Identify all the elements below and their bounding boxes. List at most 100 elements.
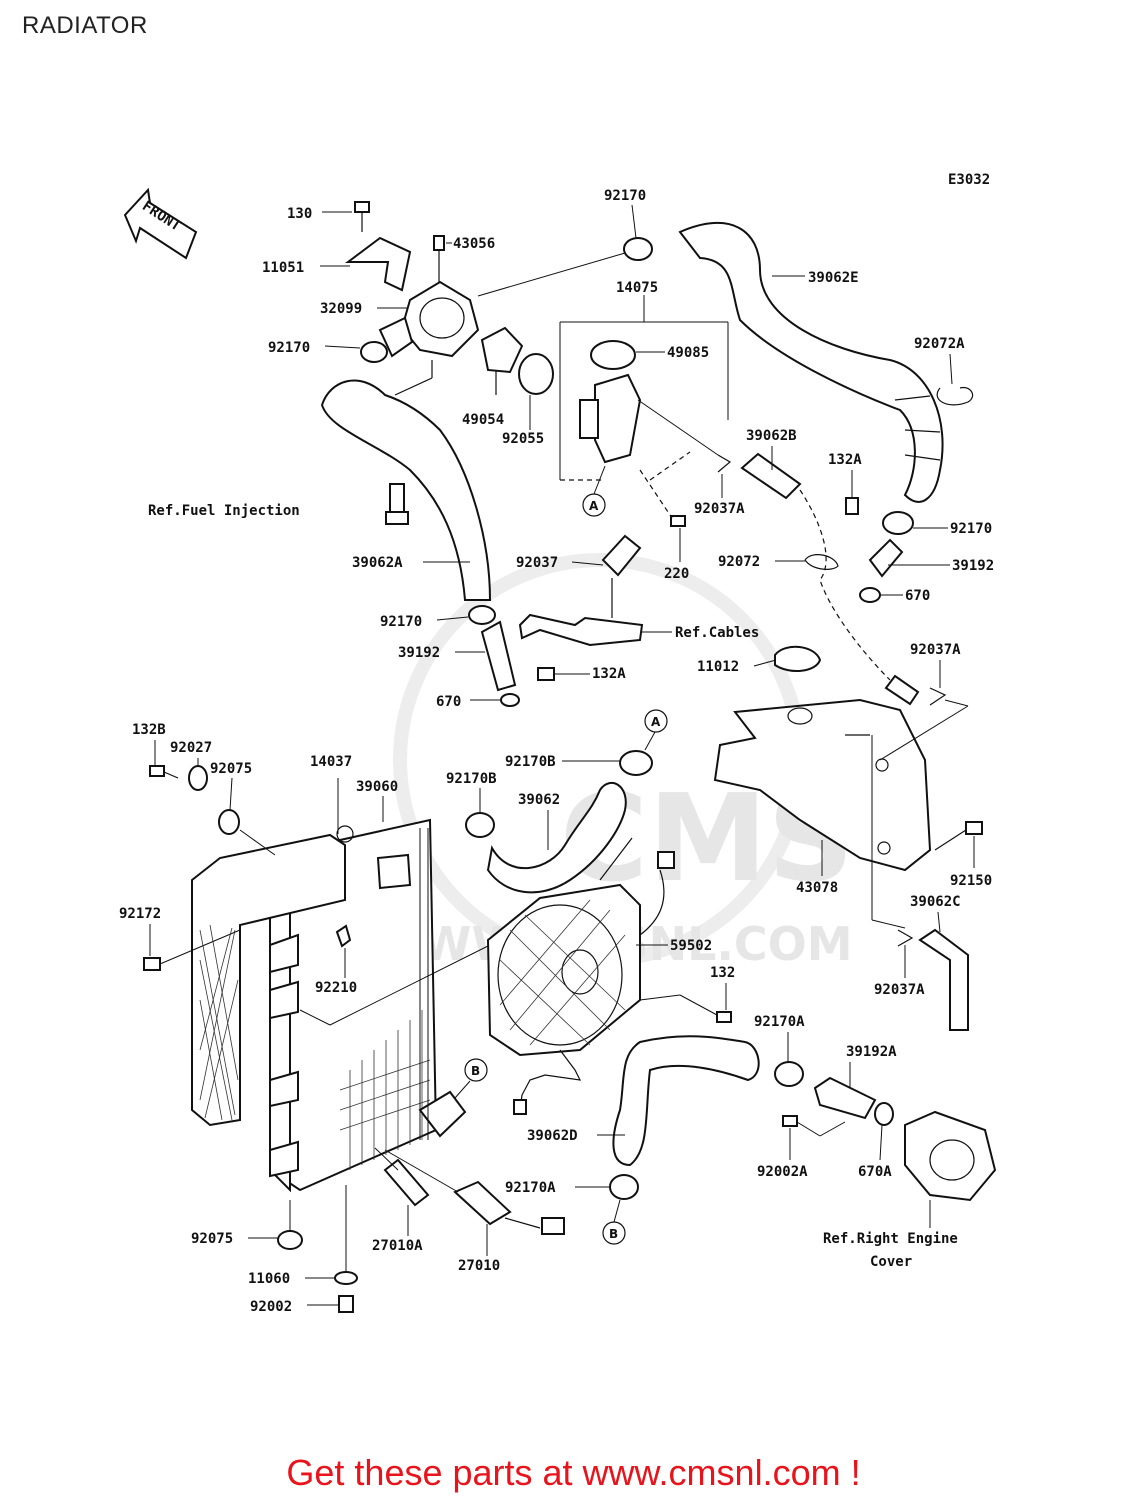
footer-link[interactable]: Get these parts at www.cmsnl.com ! — [286, 1452, 861, 1493]
reservoir-tank-43078 — [713, 698, 932, 872]
label-92037A-low: 92037A — [874, 982, 925, 998]
label-11051: 11051 — [262, 260, 304, 276]
clip-92072A — [936, 386, 974, 406]
radiator-39060 — [269, 818, 467, 1193]
marker-b-upper-text: B — [471, 1064, 480, 1078]
bolt-132 — [639, 994, 732, 1023]
label-39192-mid: 39192 — [398, 645, 440, 661]
label-92170A-b: 92170A — [505, 1180, 556, 1196]
label-92037A-right: 92037A — [910, 642, 961, 658]
marker-b-lower: B — [602, 1199, 626, 1245]
label-92037A-mid: 92037A — [694, 501, 745, 517]
fitting-39192-right — [859, 538, 904, 603]
label-27010A: 27010A — [372, 1238, 423, 1254]
hose-39062D — [612, 1035, 760, 1167]
marker-b-upper: B — [454, 1058, 488, 1099]
label-92072A: 92072A — [914, 336, 965, 352]
reference-notes: Ref.Fuel Injection Ref.Cables Ref.Right … — [148, 503, 958, 1270]
clip-92210 — [335, 924, 352, 948]
collar-92027 — [188, 765, 208, 791]
marker-b-lower-text: B — [609, 1227, 618, 1241]
ref-right-engine-cover-2: Cover — [870, 1254, 912, 1270]
ref-right-engine-cover-1: Ref.Right Engine — [823, 1231, 958, 1247]
grommet-92075-top — [218, 809, 276, 856]
label-92170-top: 92170 — [604, 188, 646, 204]
label-32099: 32099 — [320, 301, 362, 317]
fitting-39192A — [813, 1076, 894, 1126]
marker-a-upper: A — [582, 465, 606, 517]
sensor-27010A — [374, 1147, 430, 1207]
hose-39062 — [486, 781, 627, 894]
label-43078: 43078 — [796, 880, 838, 896]
diagram-code: E3032 — [948, 172, 990, 188]
label-39062D: 39062D — [527, 1128, 578, 1144]
label-92170A-a: 92170A — [754, 1014, 805, 1030]
label-14075: 14075 — [616, 280, 658, 296]
marker-a-lower: A — [644, 709, 668, 733]
marker-a-lower-text: A — [651, 715, 661, 729]
clamp-92037 — [601, 534, 642, 618]
label-39062: 39062 — [518, 792, 560, 808]
fan-assembly-59502 — [486, 837, 675, 1115]
label-39062B: 39062B — [746, 428, 797, 444]
label-130: 130 — [287, 206, 312, 222]
part-labels: 130 11051 43056 32099 92170 92170 14075 … — [119, 188, 994, 1315]
label-92170-mid: 92170 — [380, 614, 422, 630]
label-11060: 11060 — [248, 1271, 290, 1287]
hose-clamp-92170B-lower — [465, 812, 495, 838]
bolt-92150 — [934, 821, 983, 851]
hose-end-92037A-right — [879, 674, 969, 761]
clip-92037A-mid — [717, 454, 732, 473]
hose-39062A — [320, 360, 492, 601]
grommet-92075-bottom — [277, 1200, 303, 1250]
label-49054: 49054 — [462, 412, 504, 428]
label-39062E: 39062E — [808, 270, 859, 286]
label-132: 132 — [710, 965, 735, 981]
hose-39062B — [740, 452, 891, 681]
label-92002A: 92002A — [757, 1164, 808, 1180]
label-39192-right: 39192 — [952, 558, 994, 574]
hose-clamp-92170B-upper — [619, 731, 656, 776]
label-14037: 14037 — [310, 754, 352, 770]
radiator-parts-diagram: CMS WWW.CMSNL.COM FRONT E3032 — [119, 172, 997, 1315]
label-92075-top: 92075 — [210, 761, 252, 777]
clip-92072 — [804, 554, 839, 570]
hose-clamp-92170-right — [882, 511, 914, 535]
label-92170-left: 92170 — [268, 340, 310, 356]
label-92210: 92210 — [315, 980, 357, 996]
label-92170B-a: 92170B — [505, 754, 556, 770]
washer-11060 — [334, 1185, 358, 1285]
cable-bracket — [518, 613, 672, 647]
label-43056: 43056 — [453, 236, 495, 252]
label-92150: 92150 — [950, 873, 992, 889]
hose-clamp-92170-mid — [468, 605, 496, 625]
o-ring-92055 — [518, 353, 554, 395]
hose-clamp-92170-left — [360, 341, 388, 363]
label-92075-bottom: 92075 — [191, 1231, 233, 1247]
bolt-132B — [149, 765, 179, 779]
bolt-220 — [639, 469, 686, 527]
label-27010: 27010 — [458, 1258, 500, 1274]
label-92170-right: 92170 — [950, 521, 992, 537]
ref-cables: Ref.Cables — [675, 625, 759, 641]
thermostat-housing-32099 — [378, 280, 480, 358]
label-92055: 92055 — [502, 431, 544, 447]
hose-clamp-92170-top — [623, 237, 653, 261]
label-670-mid: 670 — [436, 694, 461, 710]
label-39060: 39060 — [356, 779, 398, 795]
bolt-132A-top — [845, 497, 859, 515]
label-670A: 670A — [858, 1164, 892, 1180]
fuel-injection-sensor — [385, 483, 409, 525]
label-92172: 92172 — [119, 906, 161, 922]
label-49085: 49085 — [667, 345, 709, 361]
label-59502: 59502 — [670, 938, 712, 954]
air-bleeder-43056 — [433, 235, 445, 282]
label-220: 220 — [664, 566, 689, 582]
label-132A-top: 132A — [828, 452, 862, 468]
hose-39062C — [897, 928, 969, 1031]
hose-clamp-92170A-upper — [774, 1061, 804, 1087]
fitting-39192-mid — [480, 620, 520, 707]
thermostat-49054 — [480, 326, 524, 395]
label-92170B-b: 92170B — [446, 771, 497, 787]
bolt-92002A — [782, 1115, 846, 1137]
